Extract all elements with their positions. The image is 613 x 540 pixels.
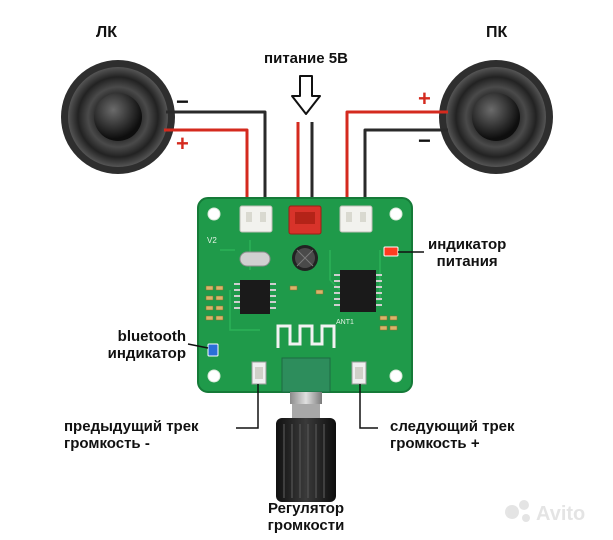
left-speaker-label: ЛК bbox=[96, 24, 117, 41]
volume-knob-label: Регулятор громкости bbox=[244, 500, 368, 535]
polarity-markers: − + + − bbox=[176, 86, 431, 156]
prev-track-button[interactable] bbox=[251, 361, 267, 385]
left-speaker bbox=[61, 60, 175, 174]
power-led-label: индикатор питания bbox=[428, 236, 506, 271]
left-speaker-wires bbox=[164, 110, 267, 208]
right-minus: − bbox=[418, 128, 431, 153]
prev-button-label-line1: предыдущий трек bbox=[64, 418, 199, 435]
right-speaker-connector bbox=[339, 205, 373, 233]
right-speaker bbox=[439, 60, 553, 174]
next-button-label-line1: следующий трек bbox=[390, 418, 515, 435]
power-connector bbox=[288, 205, 322, 235]
bluetooth-led-label: bluetooth индикатор bbox=[80, 328, 186, 363]
next-button-label: следующий трек громкость + bbox=[390, 418, 515, 453]
chip-right bbox=[334, 270, 382, 312]
power-led-label-line1: индикатор bbox=[428, 236, 507, 253]
left-plus: + bbox=[176, 131, 189, 156]
prev-button-label: предыдущий трек громкость - bbox=[64, 418, 199, 453]
volume-knob-label-line2: громкости bbox=[267, 517, 345, 535]
antenna-label: ANT1 bbox=[336, 319, 354, 326]
prev-button-label-line2: громкость - bbox=[64, 435, 150, 453]
avito-watermark: Avito bbox=[505, 500, 585, 525]
capacitor bbox=[292, 245, 318, 271]
volume-knob-label-line1: Регулятор bbox=[267, 500, 345, 517]
power-led bbox=[383, 246, 399, 257]
watermark-text: Avito bbox=[536, 503, 585, 525]
crystal bbox=[239, 251, 271, 267]
chip-left bbox=[234, 280, 276, 314]
next-track-button[interactable] bbox=[351, 361, 367, 385]
antenna bbox=[276, 324, 336, 348]
board-version-label: V2 bbox=[207, 236, 217, 245]
next-button-label-line2: громкость + bbox=[390, 435, 480, 453]
bluetooth-led bbox=[207, 343, 219, 357]
power-label: питание 5В bbox=[264, 50, 348, 67]
bluetooth-led-label-line2: индикатор bbox=[107, 345, 186, 363]
smd-components bbox=[205, 285, 398, 331]
right-speaker-wires bbox=[345, 110, 448, 208]
callout-lines bbox=[187, 251, 424, 429]
left-speaker-connector bbox=[239, 205, 273, 233]
power-arrow-icon bbox=[291, 75, 321, 115]
right-plus: + bbox=[418, 86, 431, 111]
right-speaker-label: ПК bbox=[486, 24, 508, 41]
pcb-board bbox=[197, 197, 413, 393]
bluetooth-led-label-line1: bluetooth bbox=[117, 328, 186, 345]
power-led-label-line2: питания bbox=[436, 253, 498, 271]
volume-knob[interactable] bbox=[276, 357, 336, 502]
power-wires bbox=[296, 122, 314, 208]
left-minus: − bbox=[176, 89, 189, 114]
